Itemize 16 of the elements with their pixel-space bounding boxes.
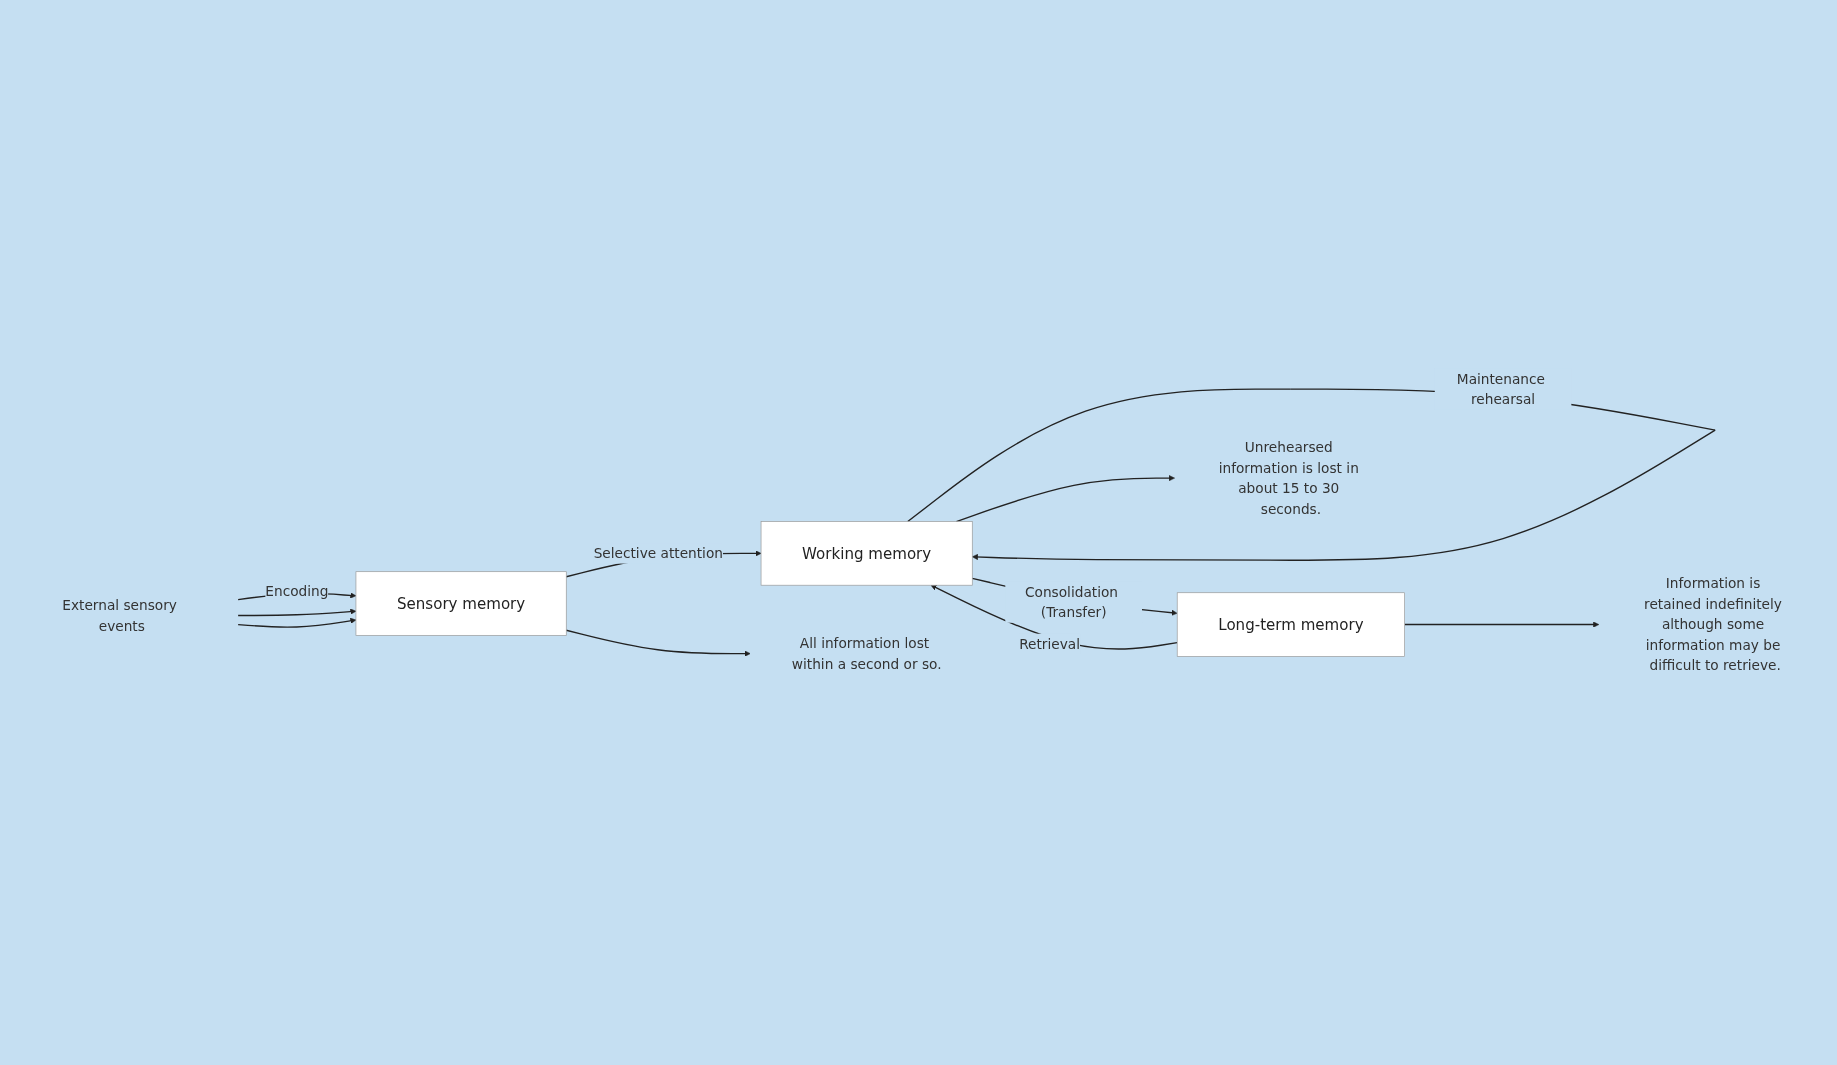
arrow xyxy=(237,608,357,617)
edge-label: Selective attention xyxy=(593,545,723,562)
edge-label: Maintenance rehearsal xyxy=(1456,370,1545,408)
node-text: Information is retained indefinitely although some information may be difficult to retrieve. xyxy=(1644,575,1782,674)
node-box: Long-term memory xyxy=(1176,592,1405,657)
edge-label: Retrieval xyxy=(1019,635,1080,653)
edge-label: Consolidation (Transfer) xyxy=(1024,583,1118,621)
node-text: External sensory events xyxy=(62,597,177,634)
arrow xyxy=(565,629,751,657)
node-box: Sensory memory xyxy=(355,571,567,636)
edge-label: Encoding xyxy=(265,583,329,600)
node-text: All information lost within a second or so. xyxy=(791,635,942,673)
arrow xyxy=(237,617,357,628)
node-box: Working memory xyxy=(760,521,973,586)
node-text: Unrehearsed information is lost in about 15 to 30 seconds. xyxy=(1218,439,1359,518)
arrow xyxy=(1403,621,1600,628)
